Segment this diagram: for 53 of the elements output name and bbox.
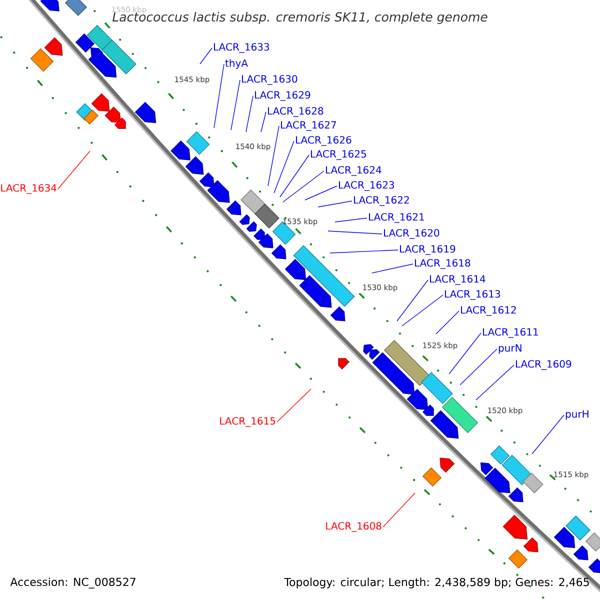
gene-label: LACR_1613 bbox=[445, 290, 500, 300]
leader-line bbox=[200, 48, 212, 64]
footer-text: Accession: NC_008527 bbox=[10, 578, 136, 588]
leader-line bbox=[436, 310, 460, 334]
leader-line bbox=[230, 80, 240, 130]
leader-line bbox=[396, 280, 428, 322]
leader-line bbox=[372, 264, 414, 274]
leader-line bbox=[304, 186, 338, 200]
leader-line bbox=[214, 64, 224, 128]
leader-line bbox=[330, 250, 398, 254]
leader-line bbox=[58, 150, 90, 190]
gene-label: LACR_1609 bbox=[516, 360, 572, 370]
gene-label: purN bbox=[498, 344, 522, 354]
gene-label: LACR_1612 bbox=[461, 306, 516, 316]
gene-label: thyA bbox=[225, 59, 248, 69]
leader-line bbox=[276, 388, 312, 422]
leader-line bbox=[382, 492, 416, 528]
leader-line bbox=[532, 414, 564, 454]
leader-line bbox=[334, 218, 368, 222]
gene-label: LACR_1630 bbox=[242, 75, 298, 85]
leader-line bbox=[274, 140, 294, 194]
leader-line bbox=[268, 126, 280, 186]
leader-line bbox=[328, 230, 382, 234]
footer-text: Topology: circular; Length: 2,438,589 bp; Genes: 2,465 bbox=[284, 578, 589, 588]
gene-label: LACR_1611 bbox=[483, 328, 538, 338]
gene-label: LACR_1634 bbox=[1, 184, 56, 194]
gene-label: LACR_1624 bbox=[326, 166, 382, 176]
leader-line bbox=[476, 364, 514, 400]
leader-line bbox=[318, 200, 352, 208]
gene-label: LACR_1627 bbox=[281, 121, 336, 131]
gene-label: LACR_1623 bbox=[339, 181, 394, 191]
gene-label: LACR_1629 bbox=[255, 91, 310, 101]
gene-label: LACR_1622 bbox=[354, 196, 409, 206]
leader-line bbox=[282, 170, 324, 202]
leader-line bbox=[448, 332, 482, 374]
gene-label: LACR_1620 bbox=[384, 229, 440, 239]
gene-label: LACR_1614 bbox=[430, 275, 486, 285]
gene-label: LACR_1633 bbox=[214, 43, 270, 53]
gene-label: LACR_1619 bbox=[400, 245, 456, 255]
gene-label: LACR_1608 bbox=[326, 522, 382, 532]
leader-line bbox=[280, 154, 310, 198]
gene-label: purH bbox=[566, 410, 588, 420]
leader-line bbox=[260, 112, 266, 132]
gene-label: LACR_1618 bbox=[415, 259, 470, 269]
leader-line bbox=[402, 294, 444, 326]
gene-label: LACR_1626 bbox=[296, 136, 352, 146]
gene-label: LACR_1621 bbox=[369, 213, 424, 223]
gene-label: LACR_1625 bbox=[311, 150, 366, 160]
leader-line bbox=[460, 348, 498, 386]
gene-label: LACR_1615 bbox=[220, 417, 276, 427]
gene-label: LACR_1628 bbox=[268, 107, 324, 117]
title: Lactococcus lactis subsp. cremoris SK11, complete genome bbox=[112, 12, 488, 24]
leader-line bbox=[246, 96, 254, 132]
